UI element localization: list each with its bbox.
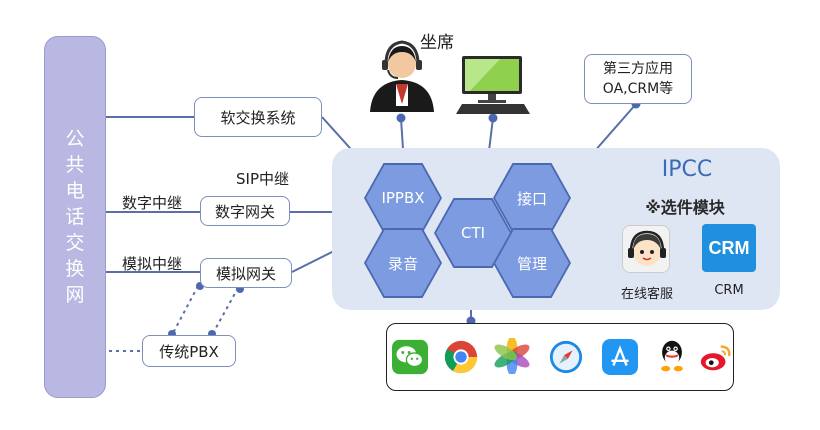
pstn-network: 公共电话交换网 — [44, 36, 106, 398]
agent-label: 坐席 — [420, 33, 454, 53]
optional-module-label: ※选件模块 — [645, 198, 725, 217]
digital-gateway-label: 数字网关 — [214, 202, 275, 221]
module-interface-label: 接口 — [516, 189, 547, 208]
online-service-icon — [622, 225, 670, 273]
app-store-icon — [602, 339, 638, 375]
module-cti-label: CTI — [460, 224, 486, 242]
soft-switch-label: 软交换系统 — [220, 108, 296, 127]
module-management-label: 管理 — [516, 254, 547, 273]
third-party-examples: OA,CRM等 — [602, 81, 674, 97]
crm-label: CRM — [714, 283, 744, 298]
third-party-apps-box: 第三方应用 OA,CRM等 — [584, 54, 692, 104]
crm-icon: CRM — [702, 224, 756, 272]
analog-gateway-box: 模拟网关 — [200, 258, 292, 288]
module-ippbx: IPPBX — [364, 163, 442, 233]
pstn-label: 公共电话交换网 — [65, 128, 85, 306]
analog-gateway-label: 模拟网关 — [215, 264, 276, 283]
legacy-pbx-box: 传统PBX — [142, 335, 236, 367]
wechat-icon — [392, 339, 428, 375]
legacy-pbx-label: 传统PBX — [159, 342, 219, 361]
module-recording-label: 录音 — [387, 254, 418, 273]
safari-icon — [549, 340, 583, 374]
ipcc-title: IPCC — [661, 157, 713, 182]
module-cti: CTI — [434, 198, 512, 268]
chrome-icon — [444, 340, 478, 374]
line-analog-pbx-b — [211, 287, 239, 336]
weibo-icon — [700, 345, 731, 371]
digital-gateway-box: 数字网关 — [200, 196, 290, 226]
crm-icon-text: CRM — [708, 237, 750, 258]
module-ippbx-label: IPPBX — [381, 189, 425, 207]
module-interface: 接口 — [493, 163, 571, 233]
qq-icon — [661, 340, 683, 372]
digital-trunk-label: 数字中继 — [122, 194, 183, 212]
soft-switch-box: 软交换系统 — [194, 97, 322, 137]
sip-trunk-label: SIP中继 — [236, 170, 289, 188]
photos-icon — [494, 338, 530, 374]
online-service-label: 在线客服 — [620, 287, 673, 302]
analog-trunk-label: 模拟中继 — [122, 255, 183, 273]
third-party-title: 第三方应用 — [603, 61, 673, 77]
line-analog-pbx-a — [171, 285, 199, 336]
